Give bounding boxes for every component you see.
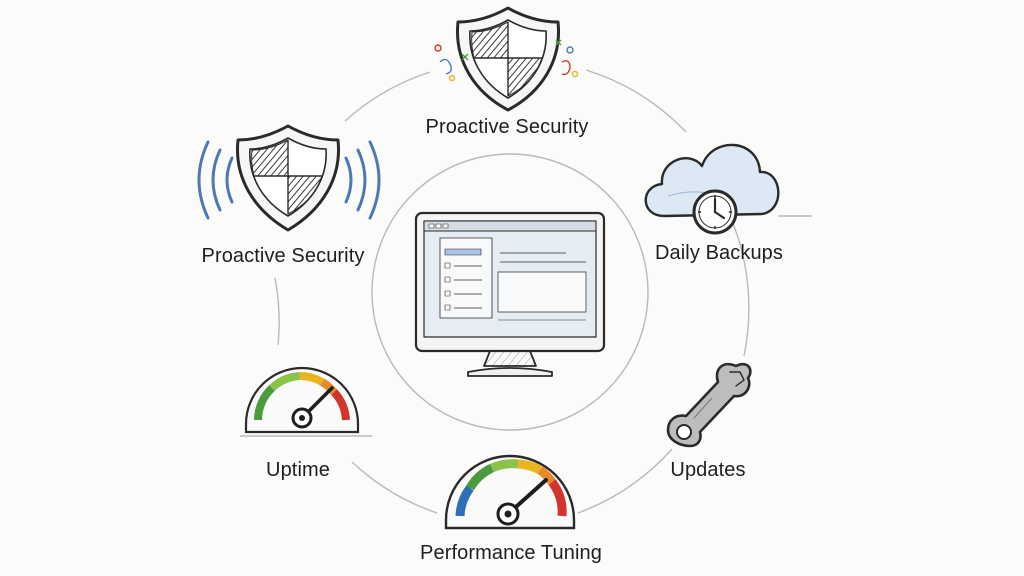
sparkle-doodles: [434, 39, 579, 82]
outer-ring: [274, 69, 750, 514]
shield-icon: [455, 6, 561, 112]
wrench-icon: [666, 362, 752, 448]
label-daily-backups: Daily Backups: [654, 242, 784, 264]
gauge-icon: [240, 366, 372, 437]
inner-ring: [371, 153, 649, 431]
label-proactive-security-top: Proactive Security: [425, 116, 589, 138]
label-uptime: Uptime: [266, 459, 330, 481]
cloud-clock-icon: [644, 143, 812, 235]
label-performance-tuning: Performance Tuning: [420, 542, 602, 564]
shield-signal-icon: [197, 124, 381, 232]
label-updates: Updates: [670, 459, 746, 481]
gauge-icon: [444, 454, 576, 530]
monitor-icon: [414, 211, 606, 377]
label-proactive-security-left: Proactive Security: [201, 245, 365, 267]
